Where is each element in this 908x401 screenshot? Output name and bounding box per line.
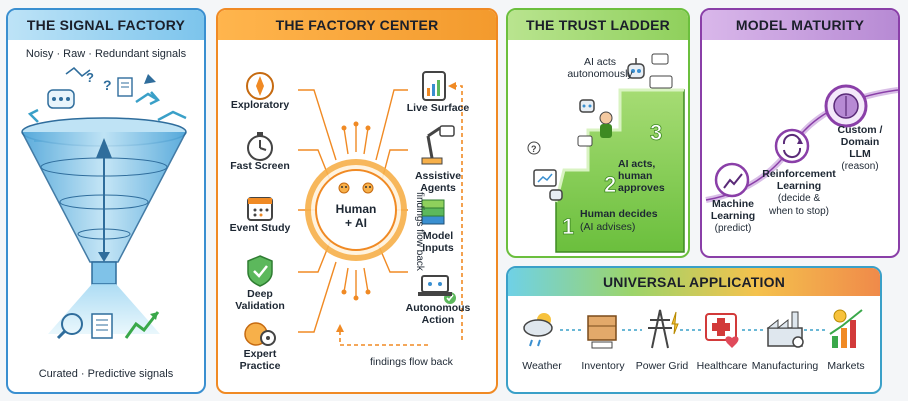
step-number-2: 2: [604, 172, 616, 197]
left-item-deep-validation: Deep Validation: [235, 288, 285, 312]
healthcare-cross-icon: [705, 313, 739, 348]
stopwatch-icon: [247, 132, 273, 161]
model-maturity-panel: MODEL MATURITY Machine Learning (predict…: [700, 8, 900, 258]
factory-circuit-lines: [244, 71, 463, 346]
tablet-chart-icon: [422, 71, 446, 101]
signal-factory-bottom-caption: Curated · Predictive signals: [38, 368, 174, 380]
feedback-vertical-label: findings flow back: [414, 192, 425, 271]
signal-factory-title: THE SIGNAL FACTORY: [8, 10, 204, 40]
right-item-assistive-agents: Assistive Agents: [414, 170, 462, 194]
universal-application-panel: UNIVERSAL APPLICATION: [506, 266, 882, 394]
factory-center-title: THE FACTORY CENTER: [218, 10, 496, 40]
right-item-autonomous-action: Autonomous Action: [405, 302, 471, 326]
signal-factory-panel: THE SIGNAL FACTORY Noisy · Raw · Redunda…: [6, 8, 206, 394]
trust-ladder-title: THE TRUST LADDER: [508, 10, 688, 40]
left-item-expert-practice: Expert Practice: [239, 348, 281, 372]
step1-sub: (AI advises): [580, 221, 636, 233]
robot-icon: [549, 53, 673, 201]
factory-center-panel: THE FACTORY CENTER: [216, 8, 498, 394]
calendar-icon: [247, 197, 273, 221]
compass-icon: [246, 72, 274, 100]
step2-label: AI acts, human approves: [618, 158, 665, 194]
robot-laptop-icon: [418, 275, 456, 304]
app-item-power-grid: Power Grid: [635, 360, 689, 372]
cycle-arrows-icon: [774, 128, 810, 164]
app-item-markets: Markets: [827, 360, 865, 372]
stage3-title: Custom / Domain LLM: [837, 124, 883, 160]
markets-growth-icon: [829, 309, 863, 348]
feedback-bottom-label: findings flow back: [370, 356, 453, 368]
stage1-sub: (predict): [714, 223, 752, 234]
step1-label: Human decides: [580, 208, 658, 220]
stage2-sub: (decide & when to stop): [768, 193, 830, 217]
universal-application-title: UNIVERSAL APPLICATION: [508, 268, 880, 296]
human-figure-icon: ?: [527, 111, 613, 187]
weather-cloud-icon: [523, 313, 553, 347]
app-item-manufacturing: Manufacturing: [751, 360, 819, 372]
step3-label: AI acts autonomously: [567, 56, 633, 80]
left-item-event-study: Event Study: [229, 222, 291, 234]
svg-text:?: ?: [531, 144, 537, 154]
stage1-title: Machine Learning: [710, 198, 756, 222]
brain-chip-icon: [824, 84, 868, 128]
hub-label: Human + AI: [335, 202, 377, 230]
left-item-exploratory: Exploratory: [230, 99, 290, 111]
left-item-fast-screen: Fast Screen: [230, 160, 290, 172]
robot-arm-icon: [421, 125, 455, 165]
right-item-live-surface: Live Surface: [406, 102, 470, 114]
shield-check-icon: [247, 255, 273, 287]
factory-icon: [766, 311, 804, 348]
layers-stack-icon: [421, 199, 445, 225]
inventory-box-icon: [587, 315, 617, 349]
trend-chart-icon: [714, 162, 750, 198]
trust-ladder-panel: THE TRUST LADDER ? 3: [506, 8, 690, 258]
stage3-sub: (reason): [841, 161, 879, 172]
app-item-healthcare: Healthcare: [696, 360, 748, 372]
svg-text:?: ?: [86, 70, 94, 85]
brain-gear-icon: [244, 322, 276, 346]
maturity-curve: [705, 84, 898, 203]
svg-text:?: ?: [103, 77, 112, 93]
model-maturity-title: MODEL MATURITY: [702, 10, 898, 40]
right-item-model-inputs: Model Inputs: [422, 230, 454, 254]
signal-factory-top-caption: Noisy · Raw · Redundant signals: [25, 48, 187, 60]
step-number-3: 3: [650, 120, 662, 145]
signal-funnel-illustration: ? ?: [21, 66, 187, 340]
step-number-1: 1: [562, 214, 574, 239]
power-tower-icon: [648, 309, 679, 349]
app-item-inventory: Inventory: [581, 360, 625, 372]
universal-icons-row: [523, 309, 863, 349]
human-ai-hub-icon: [338, 182, 374, 194]
curated-signals-icon: [56, 311, 160, 340]
app-item-weather: Weather: [522, 360, 562, 372]
stage2-title: Reinforcement Learning: [762, 168, 836, 192]
trust-ladder-steps: ? 3 2 1: [527, 53, 685, 253]
